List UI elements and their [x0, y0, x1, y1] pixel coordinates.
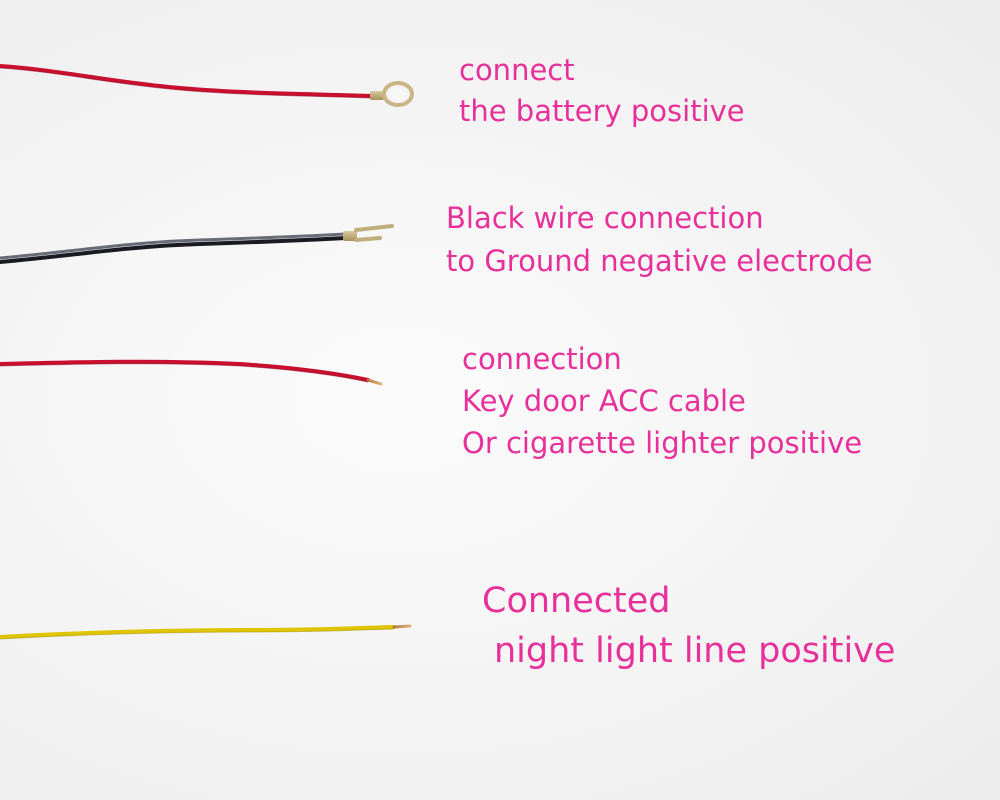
- crimp-sleeve: [370, 91, 384, 100]
- bare-copper-tip-icon: [366, 378, 383, 386]
- bare-copper-tip-icon: [392, 624, 412, 629]
- label-line: connection: [462, 342, 622, 376]
- label-line: the battery positive: [459, 94, 745, 128]
- label-line: Connected: [482, 581, 671, 621]
- label-line: Or cigarette lighter positive: [462, 426, 863, 460]
- fork-terminal-icon: [354, 224, 394, 242]
- yellow-night-light-wire: [0, 624, 412, 640]
- night-light-label: Connected night light line positive: [482, 576, 895, 676]
- red-acc-wire: [0, 359, 383, 386]
- black-ground-wire: [0, 224, 394, 264]
- acc-cable-label: connection Key door ACC cable Or cigaret…: [462, 338, 862, 464]
- crimp-sleeve: [343, 231, 357, 241]
- label-line: night light line positive: [494, 631, 896, 671]
- battery-positive-label: connect the battery positive: [459, 50, 745, 132]
- ground-negative-label: Black wire connection to Ground negative…: [446, 197, 873, 283]
- label-line: Black wire connection: [446, 201, 764, 235]
- label-line: to Ground negative electrode: [446, 244, 873, 278]
- ring-terminal-icon: [382, 81, 414, 107]
- label-line: connect: [459, 53, 575, 87]
- red-battery-wire: [0, 64, 414, 107]
- label-line: Key door ACC cable: [462, 384, 746, 418]
